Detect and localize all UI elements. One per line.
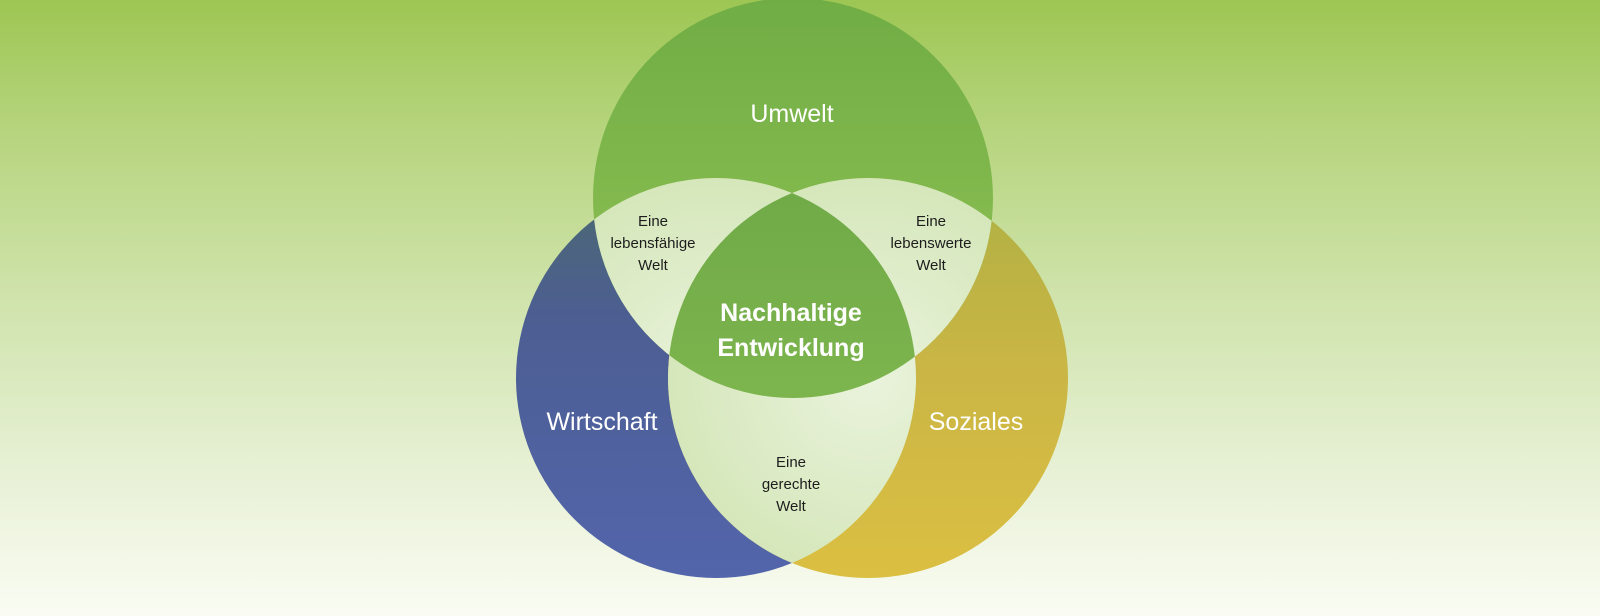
label-lebensfaehig-line2: lebensfähige	[610, 235, 695, 252]
label-lebensfaehig-line1: Eine	[638, 213, 668, 230]
overlap-center	[668, 178, 916, 398]
label-center-line1: Nachhaltige	[720, 299, 862, 327]
label-umwelt: Umwelt	[750, 100, 833, 128]
label-gerecht-line2: gerechte	[762, 476, 820, 493]
label-wirtschaft: Wirtschaft	[546, 408, 657, 436]
label-gerecht-line1: Eine	[776, 454, 806, 471]
label-lebenswert-line2: lebenswerte	[891, 235, 972, 252]
label-center-line2: Entwicklung	[717, 334, 864, 362]
label-lebenswert-line1: Eine	[916, 213, 946, 230]
label-lebensfaehig-line3: Welt	[638, 257, 669, 274]
label-lebenswert-line3: Welt	[916, 257, 947, 274]
label-gerecht-line3: Welt	[776, 498, 807, 515]
label-soziales: Soziales	[929, 408, 1024, 436]
